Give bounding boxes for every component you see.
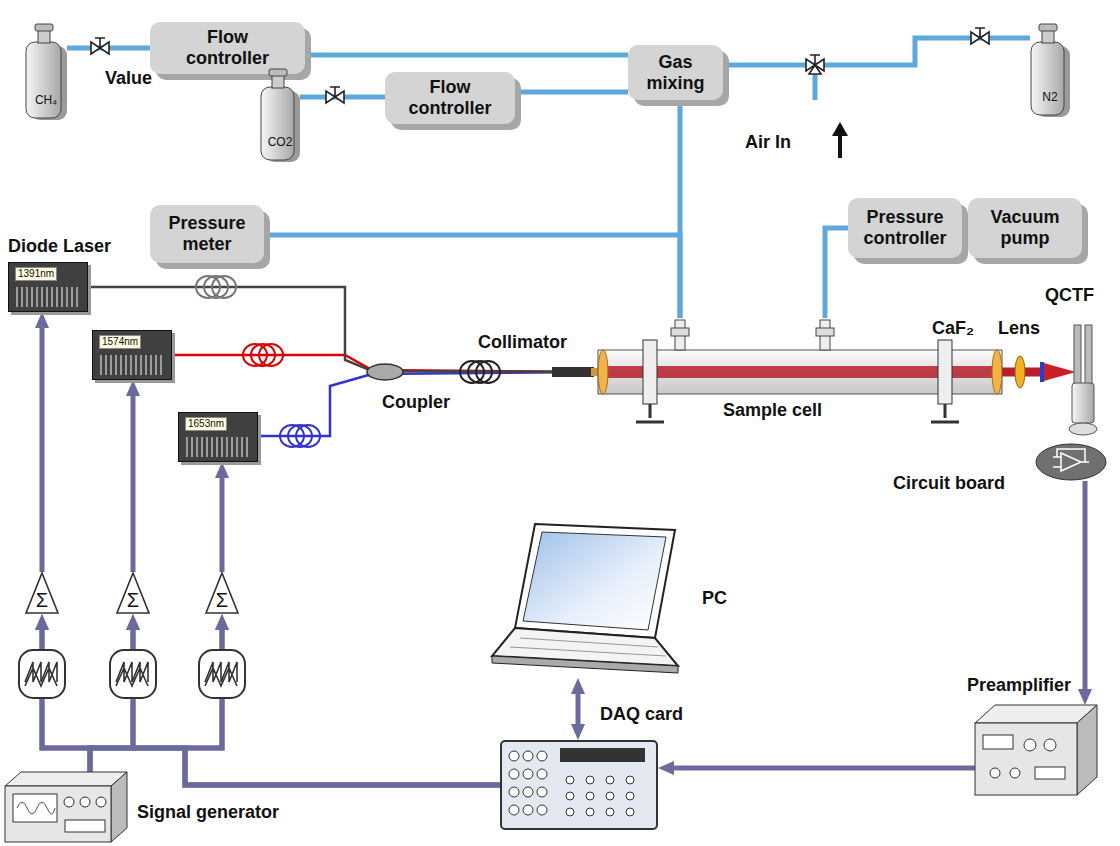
part-label: Coupler: [382, 392, 450, 413]
optical-path: [258, 372, 598, 436]
node-label: Sample cell: [723, 400, 822, 421]
node-label: 1653nm: [185, 417, 227, 431]
part-label: CaF₂: [932, 318, 974, 339]
node-label: Flow controller: [395, 77, 505, 118]
collimator: [552, 367, 598, 377]
node-label: 1391nm: [15, 267, 57, 281]
node-label: N2: [1042, 91, 1057, 105]
process-box: Flow controller: [150, 22, 305, 74]
laptop: PC: [490, 520, 680, 678]
signal-arrow: [185, 624, 500, 785]
signal-generator: Signal generator: [5, 772, 127, 842]
part-label: Diode Laser: [8, 236, 111, 257]
node-label: Σ: [216, 589, 228, 612]
daq-card-shape: [500, 740, 658, 830]
valve-symbol: [91, 28, 989, 103]
part-label: Lens: [998, 318, 1040, 339]
node-label: Σ: [127, 589, 139, 612]
daq-card: DAQ card: [500, 740, 658, 830]
process-box: Pressure meter: [150, 205, 264, 263]
waveform-generator: [19, 650, 245, 698]
node-label: DAQ card: [600, 704, 683, 725]
process-box: Gas mixing: [628, 45, 723, 100]
node-label: CO2: [268, 136, 293, 150]
signal-arrow: [220, 472, 225, 572]
node-label: Signal generator: [137, 802, 279, 823]
laptop-shape: [490, 520, 680, 678]
node-label: Vacuum pump: [975, 207, 1075, 248]
node-label: Circuit board: [893, 473, 1005, 494]
signal-arrow: [1083, 481, 1088, 695]
part-label: Air In: [745, 132, 791, 153]
node-label: Pressure meter: [157, 213, 257, 254]
signal-arrow: [576, 688, 581, 730]
node-label: Gas mixing: [636, 52, 716, 93]
signal-arrow: [668, 766, 975, 771]
diode-laser: 1391nm: [8, 262, 88, 312]
gas-line: [825, 228, 848, 318]
node-label: PC: [702, 588, 727, 609]
preamplifier-shape: [975, 705, 1097, 795]
air-in-arrow: [832, 122, 848, 158]
lens: [1015, 356, 1025, 388]
signal-generator-shape: [5, 772, 127, 842]
node-label: Pressure controller: [855, 207, 955, 248]
fiber-coupler: [367, 364, 403, 380]
signal-arrow: [90, 624, 222, 772]
diode-laser: 1574nm: [92, 330, 172, 380]
signal-arrow: [40, 322, 45, 572]
summing-amplifier: Σ: [116, 572, 150, 614]
preamplifier: Preamplifier: [975, 705, 1097, 795]
part-label: Value: [105, 68, 152, 89]
signal-arrow: [42, 624, 500, 785]
node-label: QCTF: [1045, 285, 1094, 306]
signal-arrow: [131, 390, 136, 572]
process-box: Flow controller: [385, 72, 515, 124]
gas-cylinder: CO2: [260, 65, 300, 162]
node-label: Preamplifier: [967, 675, 1071, 696]
circuit-board: Circuit board: [1035, 443, 1107, 481]
process-box: Pressure controller: [848, 198, 962, 258]
signal-arrow: [133, 624, 500, 785]
gas-line: [264, 235, 680, 318]
node-label: Flow controller: [173, 27, 283, 68]
node-label: Σ: [36, 589, 48, 612]
node-label: 1574nm: [99, 335, 141, 349]
summing-amplifier: Σ: [25, 572, 59, 614]
gas-line: [723, 38, 1030, 65]
gas-cylinder: CH₄: [25, 20, 67, 120]
process-box: Vacuum pump: [968, 198, 1082, 258]
tuning-fork: QCTF: [1040, 285, 1100, 440]
summing-amplifier: Σ: [205, 572, 239, 614]
gas-line: [305, 53, 628, 58]
gas-line: [515, 90, 628, 95]
circuit-board-shape: [1035, 443, 1107, 481]
diode-laser: 1653nm: [178, 412, 258, 462]
node-label: CH₄: [35, 94, 57, 108]
gas-cylinder: N2: [1030, 20, 1070, 117]
tuning-fork-shape: [1040, 285, 1100, 440]
part-label: Collimator: [478, 332, 567, 353]
